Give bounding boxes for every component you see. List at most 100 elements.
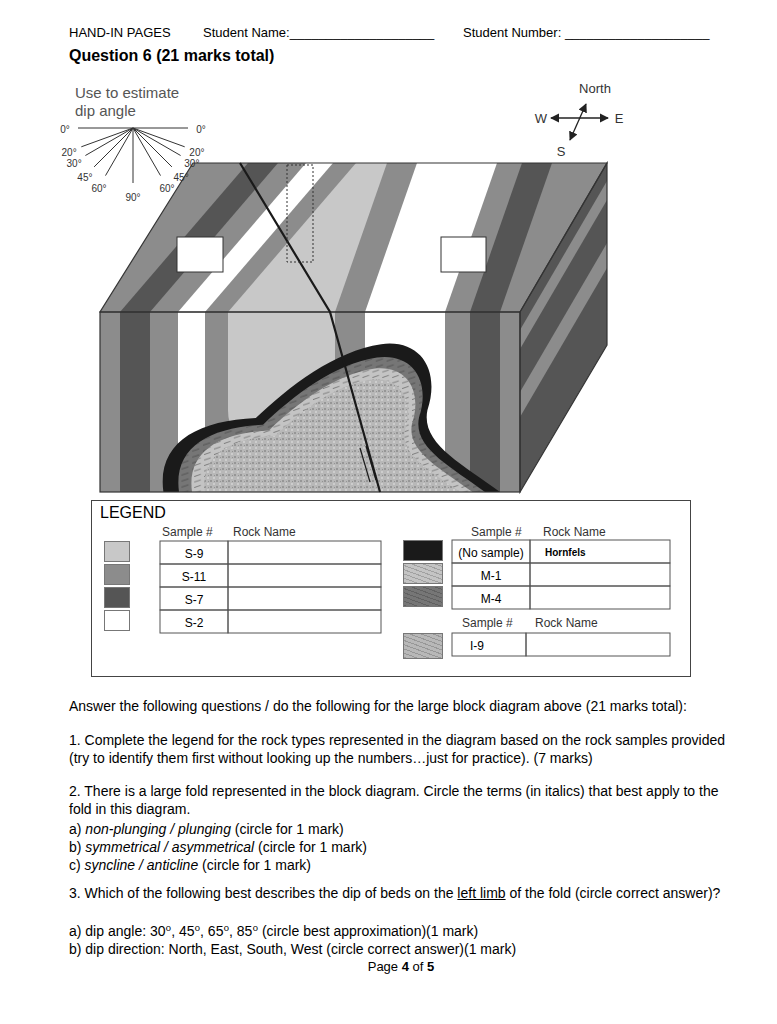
question-paragraph: a) dip angle: 30⁰, 45⁰, 65⁰, 85⁰ (circle… — [69, 922, 733, 940]
label-anchor: 20° — [62, 142, 77, 160]
label-anchor: S-9 — [185, 543, 204, 561]
legend-swatch — [403, 633, 443, 659]
table-cell — [228, 541, 381, 564]
gauge-label: 20° — [189, 147, 204, 158]
bed-s11 — [520, 181, 607, 349]
m4-texture — [178, 357, 485, 492]
question-paragraph: b)symmetrical / asymmetrical(circle for … — [69, 838, 733, 856]
label-anchor: M-1 — [481, 565, 502, 583]
table-cell — [452, 633, 526, 656]
gauge-line — [106, 128, 134, 176]
title-anchor: Question 6 (21 marks total) — [69, 47, 274, 65]
bed-s2 — [178, 163, 497, 312]
question-text: left limb — [457, 885, 505, 901]
table-cell — [160, 564, 228, 587]
question-text: of the fold (circle correct answer)? — [510, 885, 721, 901]
question-text: c) — [69, 857, 81, 873]
label-anchor: 45° — [77, 167, 92, 185]
table-cell — [160, 610, 228, 633]
question-text: symmetrical / asymmetrical — [85, 839, 254, 855]
label-anchor: 20° — [189, 142, 204, 160]
label-anchor: S-11 — [182, 566, 206, 584]
question-text: non-plunging / plunging — [85, 821, 231, 837]
gauge-label: 30° — [67, 158, 82, 169]
gauge-label: 0° — [60, 124, 70, 135]
m1-texture — [191, 368, 472, 492]
question-text: 1. Complete the legend for the rock type… — [69, 732, 725, 766]
table-cell — [160, 541, 228, 564]
compass-label: W — [535, 111, 547, 126]
bed-s9 — [228, 163, 387, 312]
hornfels-aureole — [163, 344, 500, 492]
page-number: of — [413, 959, 424, 974]
map-box — [441, 237, 486, 272]
rock-name: Hornfels — [545, 547, 586, 558]
sample-number: S-7 — [185, 592, 204, 606]
table-cell — [530, 563, 670, 586]
dip-gauge — [78, 128, 188, 183]
question-text: b) — [69, 839, 81, 855]
compass — [551, 104, 608, 140]
legend-frame: LEGENDS-9S-11S-7S-2(No sample)M-1M-4I-9 — [91, 500, 691, 677]
label-anchor: Use to estimate — [75, 84, 179, 102]
question-paragraph: c)syncline / anticline(circle for 1 mark… — [69, 856, 733, 874]
sample-number: S-11 — [182, 569, 206, 583]
label-anchor: Rock Name — [535, 613, 598, 631]
question-paragraph: 2. There is a large fold represented in … — [69, 782, 733, 818]
table-cell — [228, 610, 381, 633]
label-anchor: E — [615, 109, 624, 127]
legend-header: Rock Name — [233, 525, 296, 539]
gauge-label: 0° — [196, 124, 206, 135]
gauge-line — [133, 128, 161, 176]
bed-s11 — [150, 163, 522, 312]
top-face — [100, 163, 607, 312]
label-anchor: 60° — [159, 178, 174, 196]
sample-number: (No sample) — [458, 545, 523, 559]
right-face — [520, 163, 607, 492]
legend-header: Rock Name — [535, 616, 598, 630]
question-text: Answer the following questions / do the … — [69, 698, 687, 714]
label-anchor: 90° — [125, 187, 140, 205]
table-cell — [228, 564, 381, 587]
m4-aureole — [178, 357, 485, 492]
gauge-line — [81, 128, 133, 147]
gauge-label: 90° — [125, 192, 140, 203]
label-anchor: Student Number: ____________________ — [463, 23, 710, 41]
label-anchor: Hornfels — [545, 542, 586, 560]
legend-title: LEGEND — [100, 504, 166, 522]
gauge-label: 45° — [174, 172, 189, 183]
question-paragraph: a)non-plunging / plunging(circle for 1 m… — [69, 820, 733, 838]
bed-s7 — [120, 163, 552, 312]
label-anchor: Rock Name — [543, 522, 606, 540]
sample-number: S-9 — [185, 546, 204, 560]
table-cell — [228, 587, 381, 610]
label-anchor: 30° — [67, 153, 82, 171]
legend-swatch — [104, 564, 130, 585]
map-boxes — [177, 165, 486, 272]
page-number: Page — [368, 959, 398, 974]
bed-s11 — [205, 163, 417, 312]
gauge-caption: dip angle — [75, 102, 136, 119]
question-paragraph: b) dip direction: North, East, South, We… — [69, 940, 733, 958]
label-anchor: Rock Name — [233, 522, 296, 540]
compass-label: S — [557, 144, 566, 159]
question-text: a) — [69, 821, 81, 837]
label-anchor: HAND-IN PAGES — [69, 23, 171, 41]
label-anchor: 60° — [91, 178, 106, 196]
table-cell — [452, 586, 530, 609]
table-cell — [530, 586, 670, 609]
label-anchor: S-7 — [185, 589, 204, 607]
bed-s7 — [520, 163, 607, 492]
label-anchor: Sample # — [471, 522, 522, 540]
face-outline — [100, 163, 607, 312]
header-text: HAND-IN PAGES — [69, 25, 171, 40]
header-text: Student Number: ____________________ — [463, 25, 710, 40]
sample-number: I-9 — [470, 639, 484, 653]
face-outline — [100, 312, 520, 492]
table-cell — [160, 587, 228, 610]
gauge-label: 45° — [77, 172, 92, 183]
label-anchor: 0° — [60, 119, 70, 137]
m1-aureole — [191, 368, 472, 492]
compass-label: North — [579, 81, 611, 96]
